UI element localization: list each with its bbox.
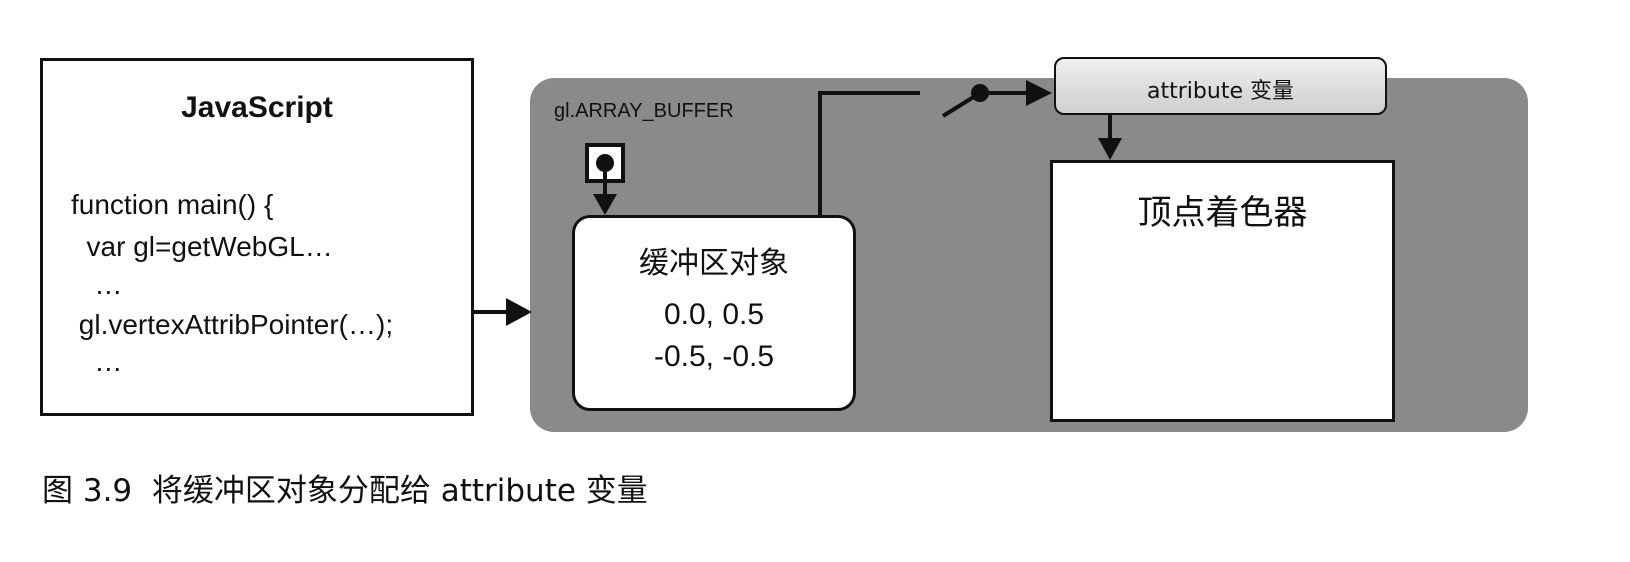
code-line: function main() { xyxy=(71,189,274,220)
arrow-attribute-to-shader-head xyxy=(1098,138,1122,160)
wire-buffer-to-switch xyxy=(818,91,920,215)
arrow-bind-to-buffer-head xyxy=(593,194,617,215)
code-line: var gl=getWebGL… xyxy=(71,231,333,262)
arrow-switch-to-attribute-head xyxy=(1026,80,1052,106)
code-line: … xyxy=(71,269,123,300)
code-line: gl.vertexAttribPointer(…); xyxy=(71,309,394,340)
array-buffer-target-label: gl.ARRAY_BUFFER xyxy=(554,100,734,122)
attribute-variable-label: attribute 变量 xyxy=(1147,79,1294,104)
javascript-box: JavaScript function main() { var gl=getW… xyxy=(40,58,474,416)
buffer-object-title: 缓冲区对象 xyxy=(639,246,789,281)
buffer-object-box: 缓冲区对象 0.0, 0.5 -0.5, -0.5 xyxy=(572,215,856,411)
javascript-title: JavaScript xyxy=(181,91,333,124)
arrow-js-to-system-head xyxy=(506,298,532,326)
buffer-value-row: 0.0, 0.5 xyxy=(663,298,765,331)
figure-caption: 图 3.9 将缓冲区对象分配给 attribute 变量 xyxy=(42,473,648,509)
code-line: … xyxy=(71,346,123,377)
attribute-variable-box: attribute 变量 xyxy=(1054,57,1387,115)
bind-point-dot xyxy=(596,154,614,172)
buffer-value-row: -0.5, -0.5 xyxy=(653,340,775,373)
vertex-shader-title: 顶点着色器 xyxy=(1137,193,1308,233)
vertex-shader-box: 顶点着色器 xyxy=(1050,160,1395,422)
